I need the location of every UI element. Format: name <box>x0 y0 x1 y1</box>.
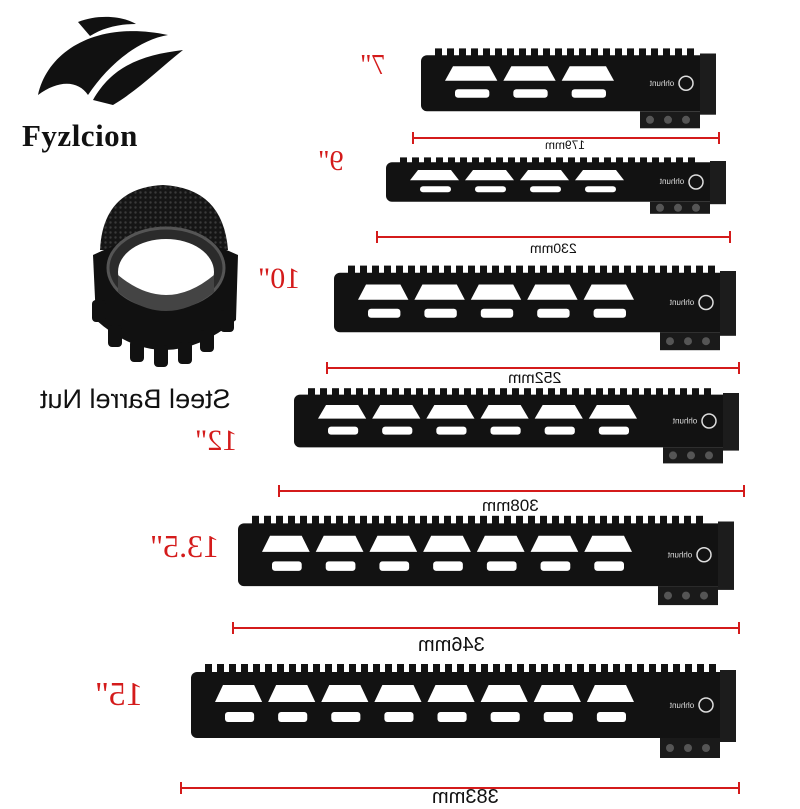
brand-logo: Fyzlcion <box>10 10 200 153</box>
handguard-rail-4: ohhunt <box>288 385 743 470</box>
rail-marking: ohhunt <box>669 701 694 710</box>
handguard-rail-2: ohhunt <box>380 155 730 220</box>
dimension-line <box>278 485 745 497</box>
dimension-line <box>412 132 720 144</box>
dimension-line <box>180 782 740 794</box>
handguard-rail-6: ohhunt <box>185 660 740 765</box>
dimension-line <box>232 622 740 634</box>
rail-size-label: 12" <box>195 424 238 457</box>
rail-marking: ohhunt <box>672 416 697 425</box>
rail-marking: ohhunt <box>667 551 692 560</box>
dimension-line <box>326 362 740 374</box>
rail-marking: ohhunt <box>669 298 694 307</box>
leaf-logo-icon <box>38 16 183 105</box>
rail-length-label: 230mm <box>530 240 577 256</box>
handguard-rail-1: ohhunt <box>415 45 720 135</box>
handguard-rail-3: ohhunt <box>328 262 740 357</box>
rail-length-label: 346mm <box>418 634 485 656</box>
rail-size-label: 15" <box>95 676 143 713</box>
handguard-rail-5: ohhunt <box>232 512 738 612</box>
rail-size-label: 9" <box>318 146 344 177</box>
brand-name: Fyzlcion <box>22 118 138 153</box>
rail-marking: ohhunt <box>649 79 674 88</box>
dimension-line <box>376 231 731 243</box>
rail-length-label: 383mm <box>432 786 499 808</box>
barrel-nut-label: Steel Barrel Nut <box>40 384 231 414</box>
rail-length-label: 179mm <box>545 138 586 152</box>
rail-size-label: 10" <box>258 262 301 295</box>
rail-size-label: 13.5" <box>150 528 220 564</box>
barrel-nut-image <box>88 180 248 375</box>
rail-size-label: 7" <box>360 50 386 81</box>
rail-marking: ohhunt <box>659 177 684 186</box>
